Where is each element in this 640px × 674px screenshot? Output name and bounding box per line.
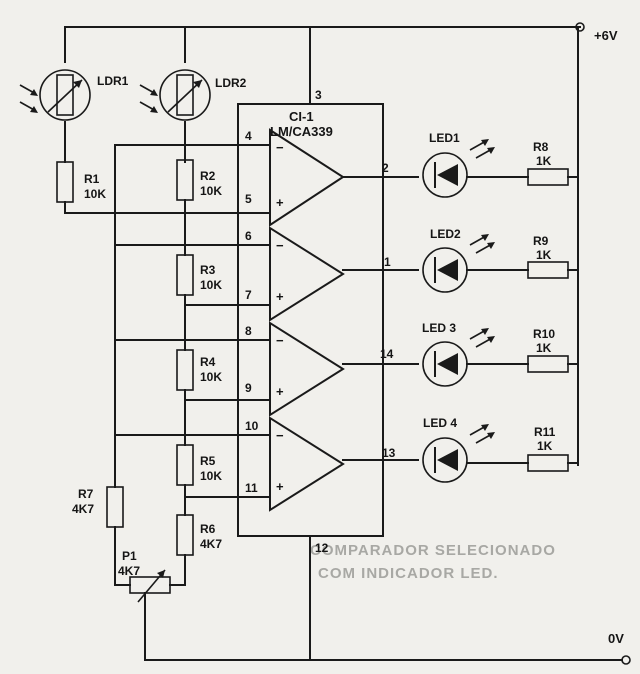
r6-value: 4K7: [200, 537, 222, 551]
led1-label: LED1: [429, 131, 460, 145]
ic-package: [237, 103, 384, 537]
svg-text:+: +: [276, 195, 284, 210]
r8-value: 1K: [536, 154, 552, 168]
light-emission-icon: [469, 139, 495, 159]
r5-label: R5: [200, 454, 216, 468]
pin-1-label: 1: [384, 255, 391, 269]
r1-value: 10K: [84, 187, 106, 201]
p1-label: P1: [122, 549, 137, 563]
svg-text:+: +: [276, 289, 284, 304]
comparator-1: − +: [269, 128, 345, 227]
resistor-r9: [527, 261, 569, 279]
bleed-heading-line-2: COM INDICADOR LED.: [318, 565, 499, 582]
comparator-2: − +: [269, 226, 345, 322]
light-emission-icon: [469, 234, 495, 254]
resistor-r3: [176, 254, 194, 296]
light-arrows-icon: [19, 84, 38, 113]
resistor-r7: [106, 486, 124, 528]
r8-label: R8: [533, 140, 549, 154]
bleed-heading-line-1: COMPARADOR SELECIONADO: [310, 542, 556, 559]
svg-text:−: −: [276, 428, 284, 443]
ic-designator: CI-1: [289, 109, 314, 124]
terminal-positive: [575, 22, 585, 32]
svg-text:+: +: [276, 479, 284, 494]
supply-positive-label: +6V: [594, 28, 618, 43]
svg-text:−: −: [276, 140, 284, 155]
r4-value: 10K: [200, 370, 222, 384]
supply-ground-label: 0V: [608, 631, 624, 646]
r2-value: 10K: [200, 184, 222, 198]
pin-14-label: 14: [380, 347, 394, 361]
resistor-r6: [176, 514, 194, 556]
pin-7-label: 7: [245, 288, 252, 302]
pin-3-label: 3: [315, 88, 322, 102]
r5-value: 10K: [200, 469, 222, 483]
light-emission-icon: [469, 328, 495, 348]
ldr2-label: LDR2: [215, 76, 247, 90]
r3-label: R3: [200, 263, 216, 277]
r11-value: 1K: [537, 439, 553, 453]
pin-9-label: 9: [245, 381, 252, 395]
pin-5-label: 5: [245, 192, 252, 206]
ldr1: [19, 69, 91, 121]
r3-value: 10K: [200, 278, 222, 292]
svg-text:+: +: [276, 384, 284, 399]
r9-label: R9: [533, 234, 549, 248]
pin-6-label: 6: [245, 229, 252, 243]
resistor-r10: [527, 355, 569, 373]
resistor-r5: [176, 444, 194, 486]
ic-part-number: LM/CA339: [270, 124, 333, 139]
r7-value: 4K7: [72, 502, 94, 516]
light-arrows-icon: [139, 84, 158, 113]
resistor-r1: [56, 161, 74, 203]
potentiometer-p1: [129, 576, 171, 594]
r4-label: R4: [200, 355, 216, 369]
r1-label: R1: [84, 172, 100, 186]
pin-10-label: 10: [245, 419, 259, 433]
led1: [422, 139, 495, 198]
r9-value: 1K: [536, 248, 552, 262]
resistor-r8: [527, 168, 569, 186]
svg-text:−: −: [276, 333, 284, 348]
led4-label: LED 4: [423, 416, 457, 430]
pin-2-label: 2: [382, 161, 389, 175]
ldr2: [139, 69, 211, 121]
r11-label: R11: [534, 425, 556, 439]
r6-label: R6: [200, 522, 216, 536]
pin-8-label: 8: [245, 324, 252, 338]
ldr1-label: LDR1: [97, 74, 129, 88]
resistor-r4: [176, 349, 194, 391]
pin-11-label: 11: [245, 481, 258, 495]
p1-value: 4K7: [118, 564, 140, 578]
svg-text:−: −: [276, 238, 284, 253]
resistor-r11: [527, 454, 569, 472]
terminal-ground: [621, 655, 631, 665]
r10-label: R10: [533, 327, 555, 341]
led4: [422, 424, 495, 483]
pin-12-label: 12: [315, 541, 329, 555]
light-emission-icon: [469, 424, 495, 444]
resistor-r2: [176, 159, 194, 201]
pin-4-label: 4: [245, 129, 252, 143]
led3: [422, 328, 495, 387]
led2-label: LED2: [430, 227, 461, 241]
r2-label: R2: [200, 169, 216, 183]
pin-13-label: 13: [382, 446, 396, 460]
comparator-4: − +: [269, 416, 345, 512]
comparator-3: − +: [269, 321, 345, 417]
r10-value: 1K: [536, 341, 552, 355]
led2: [422, 234, 495, 293]
r7-label: R7: [78, 487, 94, 501]
led3-label: LED 3: [422, 321, 456, 335]
